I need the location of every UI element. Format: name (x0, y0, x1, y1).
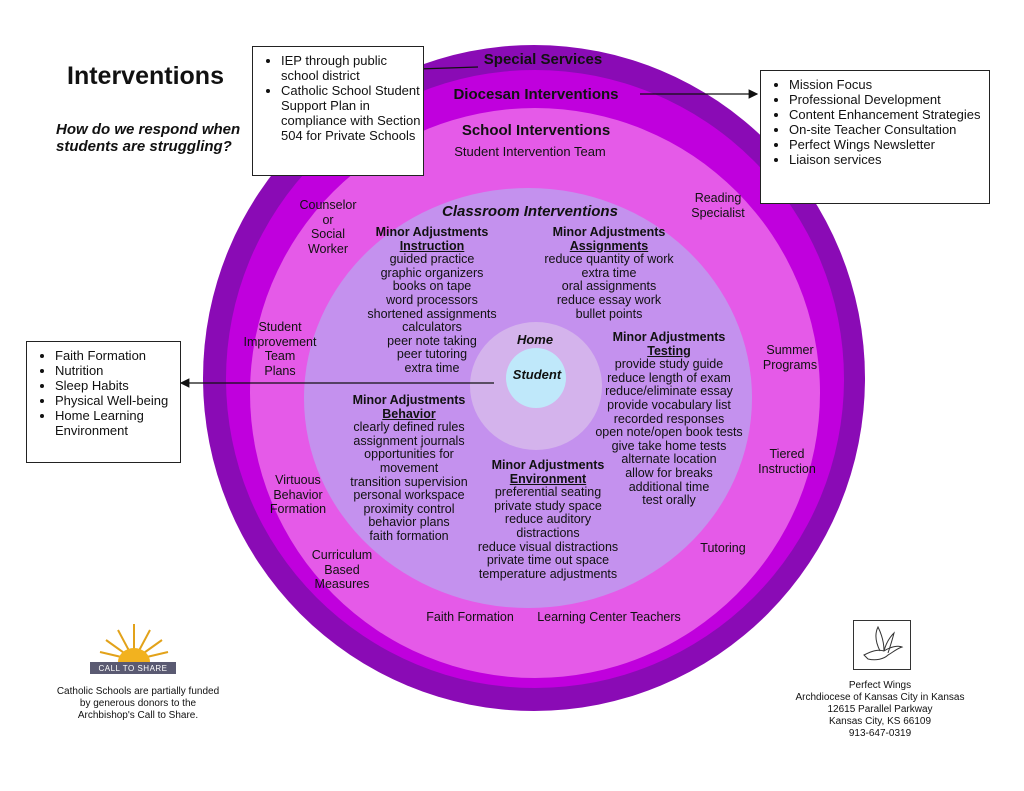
special-services-box: IEP through public school district Catho… (252, 46, 424, 176)
student-center (506, 348, 566, 408)
school-subtitle: Student Intervention Team (454, 144, 606, 159)
student-label: Student (512, 367, 562, 382)
tutoring-label: Tutoring (700, 541, 746, 555)
diocesan-box: Mission Focus Professional Development C… (760, 70, 990, 204)
page-title: Interventions (67, 62, 224, 90)
special-services-title: Special Services (483, 51, 603, 68)
faith-formation-label: Faith Formation (426, 610, 514, 624)
call-to-share-text: CALL TO SHARE (98, 664, 168, 673)
minor-testing: Minor Adjustments Testing provide study … (595, 330, 743, 508)
diocesan-title: Diocesan Interventions (453, 86, 619, 103)
minor-behavior: Minor Adjustments Behavior clearly defin… (350, 393, 468, 543)
call-to-share-logo: CALL TO SHARE (88, 620, 180, 676)
learning-center-label: Learning Center Teachers (537, 610, 681, 624)
page-subtitle: How do we respond when students are stru… (56, 121, 241, 155)
minor-assignments: Minor Adjustments Assignments reduce qua… (544, 225, 674, 321)
home-label: Home (516, 332, 554, 347)
perfect-wings-logo (853, 620, 911, 670)
dove-icon (863, 625, 904, 661)
classroom-title: Classroom Interventions (442, 203, 618, 220)
home-box: Faith Formation Nutrition Sleep Habits P… (26, 341, 181, 463)
minor-instruction: Minor Adjustments Instruction guided pra… (367, 225, 497, 375)
minor-environment: Minor Adjustments Environment preferenti… (477, 458, 619, 581)
school-title: School Interventions (461, 122, 611, 139)
